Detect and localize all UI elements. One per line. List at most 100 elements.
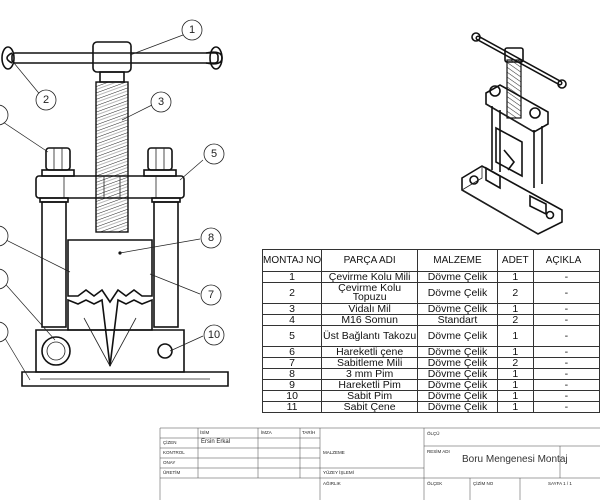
- cell-material: Standart: [417, 314, 498, 326]
- tb-malzeme-label: MALZEME: [323, 450, 345, 455]
- cell-qty: 2: [496, 357, 534, 369]
- cell-name: Hareketli Pim: [321, 379, 419, 391]
- isometric-view: [461, 32, 567, 235]
- tb-tarih-label: TARİH: [302, 430, 316, 435]
- cell-no: 5: [261, 325, 323, 347]
- tb-resim-adi-label: RESİM ADI: [427, 449, 450, 454]
- svg-text:8: 8: [208, 232, 214, 244]
- cell-name: 3 mm Pim: [321, 368, 419, 380]
- tb-imza-label: İMZA: [261, 430, 272, 435]
- balloon-3: 3: [150, 91, 172, 113]
- cell-no: 10: [261, 390, 323, 402]
- table-row: 7 Sabitleme Mili Dövme Çelik 2 -: [261, 357, 600, 369]
- cell-name: Sabit Çene: [321, 401, 419, 413]
- cell-name: Çevirme Kolu Mili: [321, 271, 419, 283]
- header-montaj-no: MONTAJ NO: [261, 249, 323, 272]
- tb-isim-label: İSİM: [200, 430, 210, 435]
- tb-yuzey-label: YÜZEY İŞLEMİ: [323, 470, 354, 475]
- cell-name: Sabit Pim: [321, 390, 419, 402]
- cell-desc: -: [532, 282, 600, 304]
- table-row: 2 Çevirme Kolu Topuzu Dövme Çelik 2 -: [261, 282, 600, 304]
- cell-desc: -: [532, 346, 600, 358]
- tb-kontrol-label: KONTROL: [163, 450, 185, 455]
- balloon-7: 7: [200, 284, 222, 306]
- cell-material: Dövme Çelik: [417, 401, 498, 413]
- header-malzeme: MALZEME: [417, 249, 498, 272]
- cell-desc: -: [532, 379, 600, 391]
- tb-cizen-label: ÇİZEN: [163, 440, 177, 445]
- cell-name: Sabitleme Mili: [321, 357, 419, 369]
- header-aciklama: AÇIKLA: [532, 249, 600, 272]
- table-row: 10 Sabit Pim Dövme Çelik 1 -: [261, 390, 600, 402]
- cell-qty: 1: [496, 379, 534, 391]
- threaded-screw: [95, 81, 129, 233]
- table-row: 8 3 mm Pim Dövme Çelik 1 -: [261, 368, 600, 380]
- cell-no: 4: [261, 314, 323, 326]
- fixed-jaw: [21, 298, 229, 387]
- parts-list-table: MONTAJ NO PARÇA ADI MALZEME ADET AÇIKLA …: [261, 249, 600, 413]
- cell-name: Hareketli çene: [321, 346, 419, 358]
- svg-text:2: 2: [43, 94, 49, 106]
- nut-right: [143, 147, 177, 177]
- cell-desc: -: [532, 390, 600, 402]
- svg-text:7: 7: [208, 289, 214, 301]
- cell-desc: -: [532, 401, 600, 413]
- front-view: 1 2 3 5 7 8 10: [0, 19, 229, 387]
- handle-bar: [1, 46, 223, 70]
- cell-material: Dövme Çelik: [417, 390, 498, 402]
- cell-qty: 1: [496, 271, 534, 283]
- table-row: 6 Hareketli çene Dövme Çelik 1 -: [261, 346, 600, 358]
- cell-qty: 2: [496, 282, 534, 304]
- balloon-1: 1: [181, 19, 203, 41]
- cell-no: 6: [261, 346, 323, 358]
- cell-no: 1: [261, 271, 323, 283]
- cell-material: Dövme Çelik: [417, 303, 498, 315]
- tb-olcek-label: ÖLÇEK: [427, 481, 443, 486]
- cell-material: Dövme Çelik: [417, 325, 498, 347]
- cell-material: Dövme Çelik: [417, 282, 498, 304]
- guide-rods: [41, 201, 179, 328]
- table-row: 1 Çevirme Kolu Mili Dövme Çelik 1 -: [261, 271, 600, 283]
- cell-name: M16 Somun: [321, 314, 419, 326]
- cell-name: Çevirme Kolu Topuzu: [321, 282, 419, 304]
- cell-qty: 1: [496, 325, 534, 347]
- table-row: 4 M16 Somun Standart 2 -: [261, 314, 600, 326]
- cell-desc: -: [532, 368, 600, 380]
- cell-material: Dövme Çelik: [417, 271, 498, 283]
- cell-material: Dövme Çelik: [417, 346, 498, 358]
- cell-qty: 1: [496, 303, 534, 315]
- cell-name: Üst Bağlantı Takozu: [321, 325, 419, 347]
- balloon-2: 2: [35, 89, 57, 111]
- table-row: 9 Hareketli Pim Dövme Çelik 1 -: [261, 379, 600, 391]
- cell-no: 2: [261, 282, 323, 304]
- svg-text:10: 10: [208, 329, 220, 341]
- cell-material: Dövme Çelik: [417, 368, 498, 380]
- nut-left: [41, 147, 75, 177]
- balloon-cropped: [0, 268, 9, 290]
- tb-cizen-name: Ersin Erkal: [201, 439, 231, 445]
- cell-desc: -: [532, 314, 600, 326]
- svg-text:3: 3: [158, 96, 164, 108]
- table-row: 3 Vidalı Mil Dövme Çelik 1 -: [261, 303, 600, 315]
- tb-olcu-label: ÖLÇÜ: [427, 431, 440, 436]
- cell-qty: 2: [496, 314, 534, 326]
- tb-sayfa-label: SAYFA 1 / 1: [548, 481, 572, 486]
- cell-desc: -: [532, 325, 600, 347]
- cell-qty: 1: [496, 401, 534, 413]
- cell-no: 11: [261, 401, 323, 413]
- balloon-5: 5: [203, 143, 225, 165]
- balloon-cropped: [0, 104, 9, 126]
- screw-head: [92, 41, 132, 83]
- cell-desc: -: [532, 303, 600, 315]
- tb-cizimno-label: ÇİZİM NO: [473, 481, 494, 486]
- cell-qty: 1: [496, 346, 534, 358]
- cell-name: Vidalı Mil: [321, 303, 419, 315]
- title-block-frame: [159, 427, 600, 500]
- table-header-row: MONTAJ NO PARÇA ADI MALZEME ADET AÇIKLA: [261, 249, 600, 272]
- cell-no: 8: [261, 368, 323, 380]
- svg-text:1: 1: [189, 24, 195, 36]
- cell-qty: 1: [496, 368, 534, 380]
- balloon-cropped: [0, 225, 9, 247]
- drawing-title: Boru Mengenesi Montaj: [462, 454, 568, 465]
